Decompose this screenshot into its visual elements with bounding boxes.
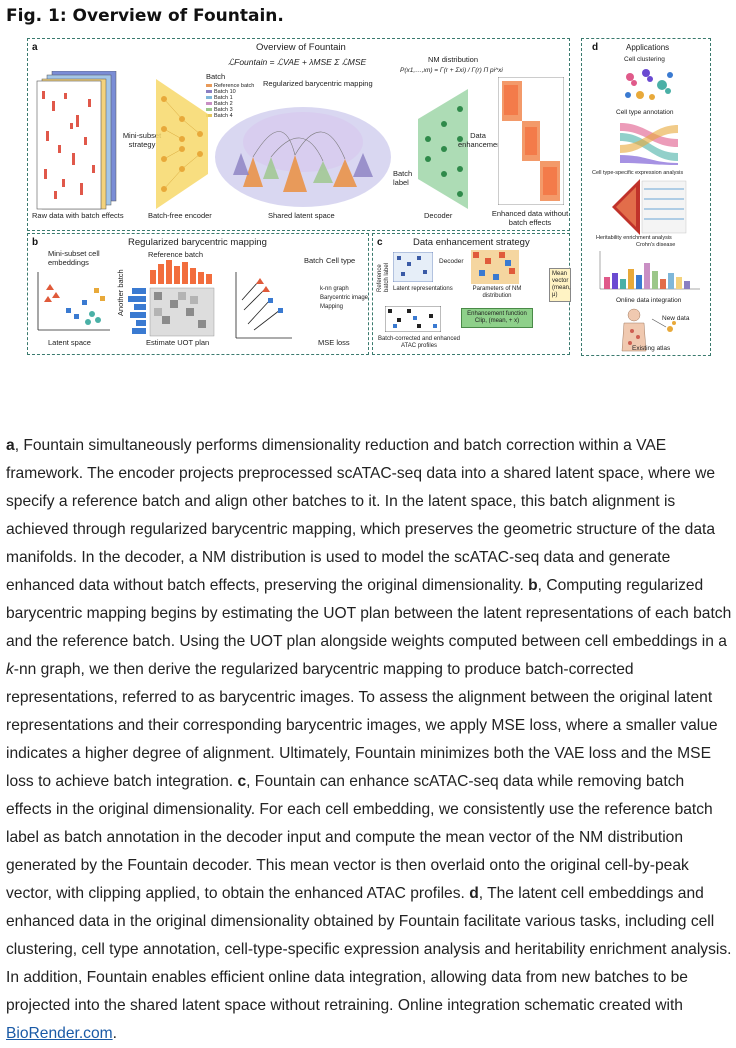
caption-end: . — [112, 1025, 117, 1042]
app-cell-clustering: Cell clustering — [624, 56, 665, 63]
caption-d-label: d — [469, 885, 479, 902]
latent-space-label: Latent space — [48, 338, 91, 347]
expression-heatmap — [612, 179, 687, 235]
another-batch-label: Another batch — [116, 269, 125, 316]
reference-batch-label: Reference batch — [148, 250, 204, 259]
caption-b-label: b — [528, 577, 538, 594]
nm-params-label: Parameters of NM distribution — [472, 286, 522, 299]
legend-item: Reference batch — [206, 83, 254, 89]
figure-caption: a, Fountain simultaneously performs dime… — [6, 432, 732, 1048]
panel-b-title: Regularized barycentric mapping — [128, 237, 267, 248]
legend-bary: Barycentric image — [320, 295, 369, 301]
app-online-integration: Online data integration — [616, 297, 682, 304]
heritability-bar-chart — [599, 251, 700, 290]
latent-scatter — [37, 272, 110, 331]
figure-title: Fig. 1: Overview of Fountain. — [6, 6, 284, 26]
caption-c-label: c — [237, 773, 247, 790]
cell-clustering-umap — [625, 69, 673, 100]
mini-subset-embeddings: Mini-subset cell embeddings — [48, 249, 100, 267]
crohns-disease-label: Crohn's disease — [636, 242, 676, 248]
legend-item: Batch 10 — [206, 89, 254, 95]
output-label: Batch-corrected and enhanced ATAC profil… — [377, 336, 461, 349]
caption-d-text: , The latent cell embeddings and enhance… — [6, 885, 732, 1014]
latent-label: Shared latent space — [268, 211, 335, 220]
reference-batch-vertical: Reference batch label — [377, 262, 390, 292]
uot-plan-heatmap — [128, 260, 215, 337]
enhanced-profile-matrix — [385, 306, 441, 332]
panel-c: c Data enhancement strategy Reference ba… — [372, 233, 571, 355]
nm-params-matrix — [471, 250, 519, 284]
legend-batch: Batch — [304, 256, 324, 265]
caption-a-label: a — [6, 437, 15, 454]
sankey-diagram — [620, 123, 678, 165]
legend-item: Batch 4 — [206, 113, 254, 119]
enhancement-label: Data enhancement — [458, 131, 504, 149]
caption-c-text: , Fountain can enhance scATAC-seq data w… — [6, 773, 713, 902]
caption-b-text-2: -nn graph, we then derive the regularize… — [6, 661, 718, 790]
panel-a-title: Overview of Fountain — [256, 42, 346, 53]
mini-subset-label: Mini-subset strategy — [122, 131, 162, 149]
panel-a-label: a — [32, 42, 38, 53]
panel-d-title: Applications — [626, 43, 670, 52]
enhanced-label: Enhanced data without batch effects — [491, 209, 569, 227]
latent-matrix — [393, 252, 433, 282]
new-data-label: New data — [662, 315, 690, 322]
panel-c-label: c — [377, 237, 383, 248]
panel-b: b Regularized barycentric mapping Mini-s… — [27, 233, 369, 355]
latent-repr-label: Latent representations — [393, 286, 453, 292]
decoder-c-label: Decoder — [439, 258, 464, 265]
legend-item: Batch 1 — [206, 95, 254, 101]
online-integration-body — [621, 308, 676, 352]
app-heritability: Heritability enrichment analysis — [596, 235, 672, 241]
mse-label: MSE loss — [318, 338, 350, 347]
biorender-link[interactable]: BioRender.com — [6, 1025, 113, 1042]
nm-formula: P(x1,…,xn) = Γ(r + Σxi) / Γ(r) Π pi^xi — [400, 67, 503, 74]
legend-celltype: Cell type — [326, 256, 356, 265]
panel-d: d Applications Cell clustering Cell type… — [581, 38, 711, 356]
enhanced-heatmap — [498, 77, 564, 205]
batch-legend: Reference batch Batch 10 Batch 1 Batch 2… — [206, 83, 254, 119]
existing-atlas-label: Existing atlas — [632, 345, 671, 352]
app-expression-analysis: Cell type-specific expression analysis — [592, 170, 684, 176]
batch-label-text: Batch label — [393, 169, 413, 187]
mapping-label: Regularized barycentric mapping — [263, 79, 373, 88]
raw-data-illustration — [36, 71, 117, 210]
panel-c-title: Data enhancement strategy — [413, 237, 530, 248]
encoder-network — [156, 79, 208, 209]
uot-label: Estimate UOT plan — [146, 338, 210, 347]
legend-knn: k-nn graph — [320, 286, 349, 292]
decoder-label: Decoder — [424, 211, 453, 220]
mapping-scatter — [235, 272, 292, 339]
legend-item: Batch 2 — [206, 101, 254, 107]
latent-space-illustration — [215, 107, 391, 207]
caption-a-text: , Fountain simultaneously performs dimen… — [6, 437, 716, 594]
legend-item: Batch 3 — [206, 107, 254, 113]
panel-a: a Overview of Fountain ℒFountain = ℒVAE … — [27, 38, 570, 231]
nm-label: NM distribution — [428, 55, 479, 64]
panel-d-label: d — [592, 42, 599, 53]
encoder-label: Batch-free encoder — [148, 211, 212, 220]
batch-legend-title: Batch — [206, 72, 226, 81]
loss-formula: ℒFountain = ℒVAE + λMSE Σ ℒMSE — [228, 57, 367, 67]
legend-mapping: Mapping — [320, 304, 344, 310]
decoder-network — [418, 89, 468, 209]
caption-b-text-1: , Computing regularized barycentric mapp… — [6, 577, 732, 650]
raw-data-label: Raw data with batch effects — [32, 211, 124, 220]
app-cell-type-annotation: Cell type annotation — [616, 109, 674, 116]
enh-func-label: Enhancement function Clip, (mean, + x) — [461, 308, 533, 328]
mean-vector-label: Mean vector (mean, μ) — [549, 268, 571, 302]
caption-b-italic: k — [6, 661, 14, 678]
panel-b-label: b — [32, 237, 39, 248]
